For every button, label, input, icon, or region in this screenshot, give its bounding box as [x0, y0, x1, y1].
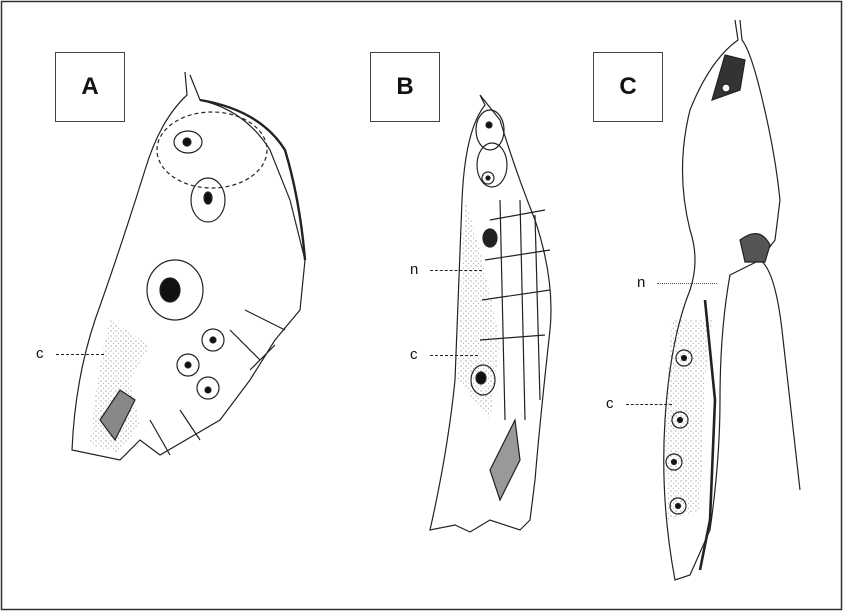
panel-c-drawing	[664, 20, 800, 580]
leader-b-c	[430, 355, 478, 356]
label-c-n: n	[637, 275, 645, 290]
label-b-c: c	[410, 347, 418, 362]
label-a-c: c	[36, 346, 44, 361]
panel-b-drawing	[430, 95, 551, 532]
panel-label-b-box: B	[370, 52, 440, 122]
panel-a-drawing	[72, 72, 305, 460]
leader-c-n	[657, 283, 717, 284]
panel-label-c-box: C	[593, 52, 663, 122]
leader-b-n	[430, 270, 482, 271]
label-b-n: n	[410, 262, 418, 277]
panel-label-b: B	[396, 73, 413, 101]
leader-c-c	[626, 404, 672, 405]
label-c-c: c	[606, 396, 614, 411]
leader-a-c	[56, 354, 104, 355]
panel-label-a-box: A	[55, 52, 125, 122]
panel-label-c: C	[619, 73, 636, 101]
panel-label-a: A	[81, 73, 98, 101]
